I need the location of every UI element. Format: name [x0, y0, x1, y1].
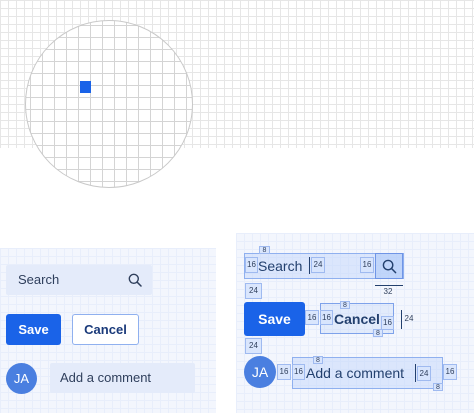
- spec-icon-left-pad: 16: [360, 257, 374, 273]
- spec-comment-left-pad: 16: [292, 364, 305, 380]
- avatar: JA: [6, 363, 37, 394]
- spec-row-gap: 24: [245, 283, 262, 299]
- spec-avatar-pad: 16: [277, 364, 291, 380]
- cancel-button[interactable]: Cancel: [72, 314, 139, 345]
- spec-cancel-label: Cancel: [334, 311, 380, 327]
- search-placeholder: Search: [18, 272, 60, 287]
- spec-search-gap: 24: [311, 257, 325, 273]
- spec-search-top-gap: 8: [259, 246, 270, 254]
- spec-comment-bottom-pad: 8: [433, 383, 443, 391]
- spec-cancel-left-pad: 16: [320, 310, 333, 325]
- spec-cancel-right-pad: 16: [381, 316, 394, 330]
- spec-comment-gap: 24: [417, 366, 431, 381]
- comment-placeholder: Add a comment: [60, 370, 152, 385]
- spec-search-left-pad: 16: [245, 257, 258, 273]
- spec-button-height: 24: [404, 314, 414, 323]
- spec-cancel-top-pad: 8: [340, 301, 350, 309]
- spec-save-pad: 16: [305, 310, 319, 325]
- spec-row-gap: 24: [245, 338, 262, 354]
- spec-icon-width: 32: [383, 287, 393, 296]
- spec-comment-label: Add a comment: [306, 365, 405, 381]
- spec-measure-line: [309, 257, 310, 274]
- spec-cancel-bottom-pad: 8: [373, 329, 383, 337]
- search-icon: [382, 259, 397, 274]
- highlighted-pixel: [80, 81, 91, 93]
- spec-measure-line: [375, 285, 403, 286]
- search-input[interactable]: Search: [6, 265, 152, 295]
- spec-save-button: Save: [244, 302, 305, 336]
- spec-search-icon-box: [375, 253, 403, 279]
- spec-avatar: JA: [244, 356, 276, 388]
- magnifier-circle: [25, 20, 193, 188]
- search-icon[interactable]: [128, 273, 142, 287]
- spec-search-label: Search: [258, 258, 303, 274]
- spec-comment-right-pad: 16: [443, 364, 457, 380]
- spec-comment-top-pad: 8: [313, 356, 323, 364]
- spec-measure-line: [415, 364, 416, 382]
- save-button[interactable]: Save: [6, 314, 61, 345]
- comment-input[interactable]: Add a comment: [50, 363, 195, 393]
- spec-measure-line: [401, 310, 402, 329]
